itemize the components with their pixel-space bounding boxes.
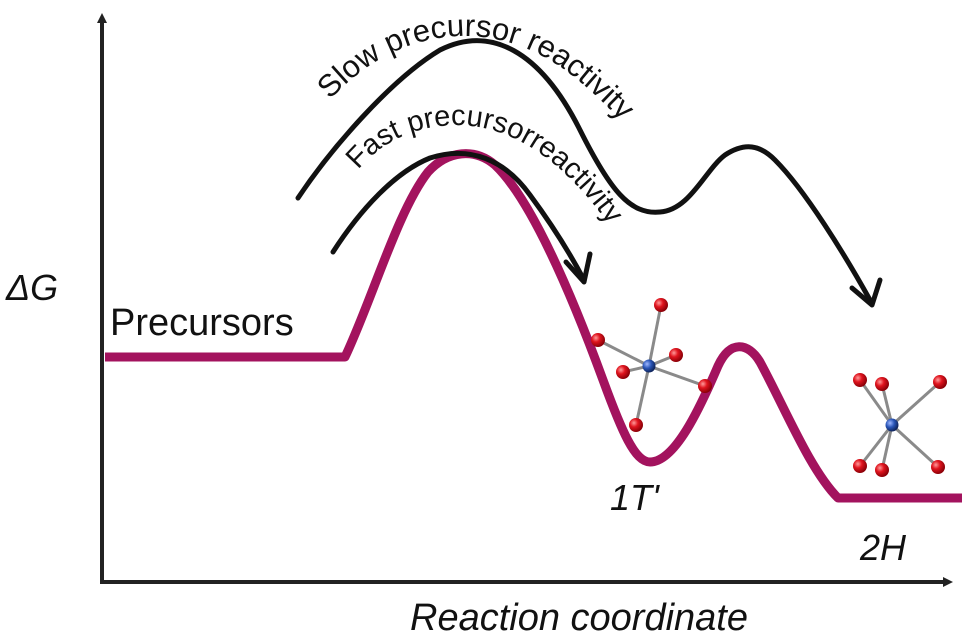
intermediate-label: 1T' bbox=[610, 477, 660, 518]
octahedral-coordination-molecule-icon bbox=[591, 298, 712, 432]
x-axis-label: Reaction coordinate bbox=[410, 597, 748, 639]
trigonal-prismatic-coordination-molecule-icon bbox=[853, 373, 947, 477]
precursors-label: Precursors bbox=[110, 302, 294, 344]
slow-arrow-head-icon bbox=[849, 277, 883, 308]
axes bbox=[97, 13, 953, 587]
y-axis-label: ΔG bbox=[5, 267, 58, 308]
energy-curve bbox=[105, 149, 962, 503]
product-label: 2H bbox=[859, 527, 907, 568]
fast-reactivity-label: Fast precursorreactivity bbox=[340, 100, 630, 230]
fast-reactivity-arrow bbox=[330, 150, 593, 285]
slow-reactivity-arrow bbox=[295, 38, 883, 308]
fast-arrow-head-icon bbox=[563, 251, 593, 285]
